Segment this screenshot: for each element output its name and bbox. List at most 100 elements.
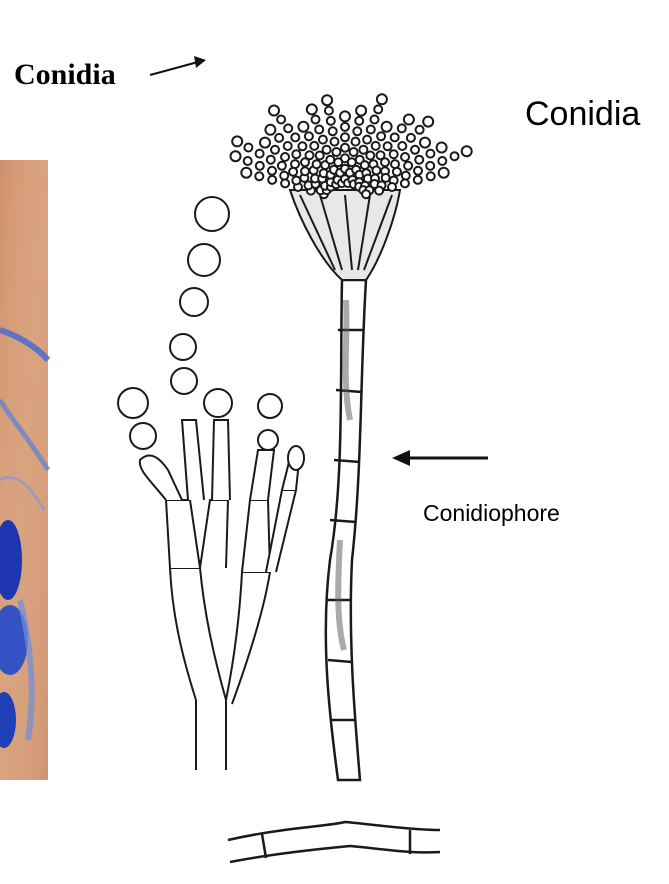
conidium	[306, 151, 314, 159]
conidium	[298, 142, 306, 150]
conidium	[291, 160, 299, 168]
conidium	[377, 132, 385, 140]
conidium	[402, 172, 410, 180]
conidium	[390, 150, 398, 158]
conidium	[310, 142, 318, 150]
conidium	[407, 134, 415, 142]
conidia-pointer-arrow	[150, 56, 206, 75]
conidium	[381, 158, 389, 166]
conidium	[271, 146, 279, 154]
conidium	[411, 146, 419, 154]
conidium	[363, 136, 371, 144]
conidia-label-right: Conidia	[525, 95, 640, 134]
conidium	[332, 148, 340, 156]
conidium	[371, 116, 379, 124]
conidium	[267, 156, 275, 164]
conidium	[438, 157, 446, 165]
conidiophore-label: Conidiophore	[423, 500, 560, 527]
conidium	[313, 160, 321, 168]
conidium	[374, 105, 382, 113]
conidium	[341, 133, 349, 141]
conidium	[415, 156, 423, 164]
conidium	[356, 106, 366, 116]
conidium	[426, 150, 434, 158]
conidium	[323, 146, 331, 154]
conidium	[375, 187, 383, 195]
conidium	[260, 138, 270, 148]
conidium	[292, 177, 300, 185]
conidium	[329, 127, 337, 135]
conidium	[291, 133, 299, 141]
conidium	[352, 138, 360, 146]
conidium	[292, 150, 300, 158]
conidium	[316, 152, 324, 160]
conidium	[401, 153, 409, 161]
conidium	[256, 150, 264, 158]
conidium	[355, 117, 363, 125]
conidium	[401, 179, 409, 187]
conidium	[319, 136, 327, 144]
conidium	[366, 152, 374, 160]
conidiophore-head	[290, 190, 400, 280]
conidium	[312, 116, 320, 124]
conidium	[244, 144, 252, 152]
conidium	[231, 151, 241, 161]
conidiophore-arrow	[392, 450, 488, 466]
conidium	[404, 162, 412, 170]
conidium	[427, 172, 435, 180]
conidium	[353, 127, 361, 135]
conidium	[341, 144, 349, 152]
penicillus-detail	[118, 197, 304, 770]
conidium	[281, 179, 289, 187]
conidiophore-stalk	[326, 280, 366, 780]
conidium	[426, 162, 434, 170]
conidium	[275, 134, 283, 142]
conidia-label-left: Conidia	[14, 58, 116, 92]
conidium	[414, 167, 422, 175]
conidium	[305, 132, 313, 140]
micrograph-photo	[0, 160, 48, 780]
conidium	[284, 124, 292, 132]
conidium	[331, 138, 339, 146]
conidium	[325, 107, 333, 115]
conidium	[404, 115, 414, 125]
conidium	[359, 146, 367, 154]
conidium	[423, 117, 433, 127]
conidium	[256, 162, 264, 170]
conidium	[462, 146, 472, 156]
conidium	[326, 156, 334, 164]
conidium	[362, 190, 370, 198]
conidium	[280, 172, 288, 180]
conidium	[420, 138, 430, 148]
conidium	[384, 142, 392, 150]
conidium	[268, 176, 276, 184]
conidium	[277, 116, 285, 124]
conidium	[315, 126, 323, 134]
conidium	[284, 142, 292, 150]
conidium	[398, 124, 406, 132]
conidium	[350, 148, 358, 156]
conidium	[391, 133, 399, 141]
conidium	[301, 167, 309, 175]
conidium	[437, 143, 447, 153]
conidium	[265, 125, 275, 135]
conidium	[372, 166, 380, 174]
conidium	[269, 106, 279, 116]
conidium	[451, 152, 459, 160]
conidium	[393, 168, 401, 176]
conidium	[232, 136, 242, 146]
conidia-chains	[231, 94, 472, 198]
conidium	[307, 104, 317, 114]
conidium	[372, 142, 380, 150]
conidium	[255, 172, 263, 180]
conidium	[416, 126, 424, 134]
conidium	[278, 162, 286, 170]
conidium	[439, 168, 449, 178]
conidium	[340, 111, 350, 121]
conidium	[298, 122, 308, 132]
conidium	[268, 167, 276, 175]
conidium	[244, 157, 252, 165]
conidium	[361, 161, 369, 169]
conidium	[382, 122, 392, 132]
